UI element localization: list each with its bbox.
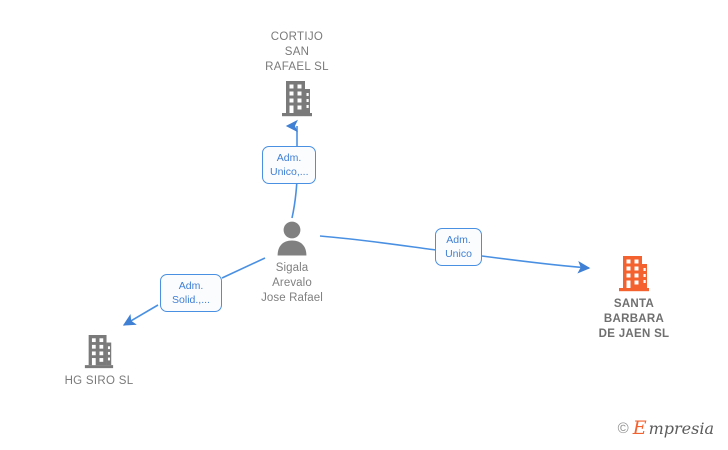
- edge-person-to-hg-siro-lower: [122, 304, 159, 326]
- node-person-sigala-arevalo[interactable]: Sigala Arevalo Jose Rafael: [212, 220, 372, 306]
- edge-label-person-to-hg-siro[interactable]: Adm. Solid.,...: [160, 274, 222, 312]
- edge-person-to-hg-siro-upper: [221, 257, 266, 279]
- node-label-person-sigala-arevalo: Sigala Arevalo Jose Rafael: [261, 262, 323, 304]
- node-santa-barbara-de-jaen[interactable]: SANTA BARBARA DE JAEN SL: [554, 254, 714, 342]
- empresia-watermark: © E mpresia: [618, 419, 714, 438]
- building-icon: [617, 254, 651, 292]
- edge-person-to-santa-barbara-left: [319, 235, 437, 251]
- building-icon: [83, 333, 115, 369]
- brand-initial: E: [632, 417, 647, 439]
- node-cortijo-san-rafael[interactable]: CORTIJO SAN RAFAEL SL: [217, 30, 377, 117]
- node-label-cortijo-san-rafael: CORTIJO SAN RAFAEL SL: [265, 31, 329, 73]
- node-label-hg-siro: HG SIRO SL: [64, 375, 134, 387]
- edge-person-to-santa-barbara-right: [481, 255, 591, 274]
- node-hg-siro[interactable]: HG SIRO SL: [19, 333, 179, 389]
- edge-label-person-to-cortijo[interactable]: Adm. Unico,...: [262, 146, 316, 184]
- copyright-icon: ©: [617, 420, 629, 437]
- brand-name: mpresia: [648, 418, 714, 438]
- node-label-santa-barbara-de-jaen: SANTA BARBARA DE JAEN SL: [598, 298, 670, 340]
- edge-label-person-to-santa-barbara[interactable]: Adm. Unico: [435, 228, 482, 266]
- person-icon: [275, 220, 309, 256]
- building-icon: [280, 79, 314, 117]
